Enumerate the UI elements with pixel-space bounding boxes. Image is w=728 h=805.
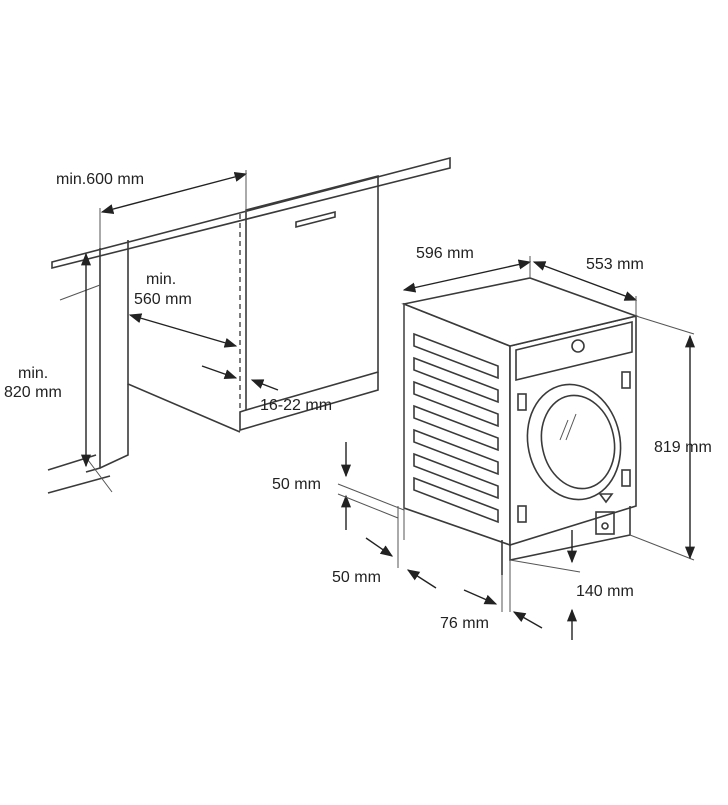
filter-cover-icon — [595, 511, 615, 535]
recess-76-arrow-right — [512, 611, 543, 629]
drain-warning-icon — [598, 493, 614, 504]
gap-50-side-arrow-left — [365, 537, 394, 557]
cabinet-handle — [295, 210, 336, 229]
label-min-820-line1: min. — [18, 365, 48, 382]
label-16-22: 16-22 mm — [260, 397, 332, 414]
height-819-ext-top — [635, 315, 695, 335]
niche-drawing: min.600 mm min. 560 mm min. 820 mm 16-22… — [4, 156, 451, 494]
adjacent-cabinet-front — [245, 174, 379, 412]
door-latch-icon — [621, 469, 631, 487]
label-min-560-line2: 560 mm — [134, 291, 192, 308]
label-76: 76 mm — [440, 615, 489, 632]
wall-reference-line — [59, 284, 101, 301]
depth-553-arrow — [532, 261, 638, 301]
door-outer-ring — [526, 383, 622, 501]
adjacent-cabinet-plinth — [239, 372, 379, 432]
gap-16-22-arrow-left — [201, 365, 238, 379]
machine-drawing: 596 mm 553 mm 819 mm 50 mm 50 mm 140 mm … — [272, 245, 712, 640]
niche-left-post — [85, 248, 101, 473]
niche-floor-edge — [99, 384, 129, 469]
door-glass-reflection — [559, 413, 577, 441]
gap-50-side-arrow-right — [406, 569, 437, 589]
gap-50-ext-1 — [337, 483, 405, 511]
gap-50-ext-2 — [337, 493, 399, 519]
gap-16-22-arrow-right — [250, 379, 279, 391]
recess-140-ext — [509, 559, 581, 573]
label-50-side: 50 mm — [332, 569, 381, 586]
lower-hinge-icon — [517, 505, 527, 523]
control-panel — [515, 320, 633, 382]
side-ribs — [413, 332, 499, 524]
label-min-560-line1: min. — [146, 271, 176, 288]
width-596-arrow — [402, 259, 532, 293]
height-819-ext-bottom — [629, 534, 695, 561]
floor-line-1 — [47, 454, 97, 471]
label-553: 553 mm — [586, 256, 644, 273]
program-knob-icon — [571, 339, 585, 353]
label-min-600: min.600 mm — [56, 171, 144, 188]
width-600-arrow — [100, 172, 248, 214]
depth-560-arrow — [128, 313, 238, 348]
niche-side-wall — [127, 240, 241, 433]
label-min-820-line2: 820 mm — [4, 384, 62, 401]
floor-line-2 — [47, 475, 111, 494]
floor-corner — [87, 459, 113, 493]
label-140: 140 mm — [576, 583, 634, 600]
label-819: 819 mm — [654, 439, 712, 456]
door-glass — [540, 394, 616, 490]
recess-76-arrow-left — [463, 589, 498, 605]
door-lock-icon — [621, 371, 631, 389]
label-596: 596 mm — [416, 245, 474, 262]
worktop — [51, 156, 451, 270]
upper-hinge-icon — [517, 393, 527, 411]
plinth-recess — [509, 506, 631, 561]
label-50-top: 50 mm — [272, 476, 321, 493]
